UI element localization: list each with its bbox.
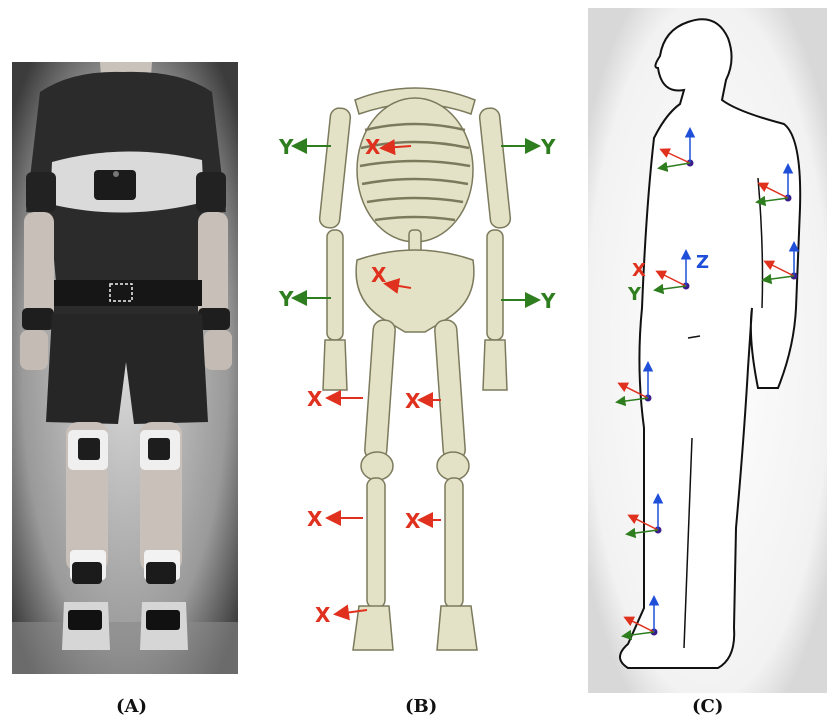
left-foot <box>353 606 393 650</box>
x-label-left-shank: X <box>307 507 323 531</box>
caption-b: (B) <box>405 696 437 717</box>
z-label-pelvis-frame: Z <box>696 252 709 273</box>
left-humerus <box>319 107 351 228</box>
y-label-left-forearm: Y <box>278 287 294 311</box>
right-forearm <box>198 212 228 322</box>
skeleton-diagram: Y Y Y Y X X X X X X X <box>265 70 585 655</box>
body-outline-panel: X Y Z <box>588 8 827 693</box>
subject-photo-panel <box>12 62 238 674</box>
left-ankle-sensor <box>72 562 102 584</box>
x-label-left-foot: X <box>315 603 331 627</box>
y-label-right-forearm: Y <box>540 289 556 313</box>
right-hand <box>483 340 507 390</box>
right-forearm-bones <box>487 230 503 340</box>
x-label-pelvis: X <box>371 263 387 287</box>
ribcage <box>357 98 473 242</box>
left-forearm <box>24 212 54 322</box>
right-upper-arm-sensor <box>196 172 226 212</box>
left-hand <box>323 340 347 390</box>
right-thigh-sensor <box>148 438 170 460</box>
left-femur <box>364 319 396 460</box>
right-knee <box>437 452 469 480</box>
right-tibia <box>445 478 463 608</box>
left-upper-arm-sensor <box>26 172 56 212</box>
x-label-right-shank: X <box>405 509 421 533</box>
left-foot-sensor <box>68 610 102 630</box>
left-thigh-sensor <box>78 438 100 460</box>
left-forearm-bones <box>327 230 343 340</box>
x-label-left-thigh: X <box>307 387 323 411</box>
y-label-left-upper-arm: Y <box>278 135 294 159</box>
left-knee <box>361 452 393 480</box>
skeleton <box>319 88 511 650</box>
right-ankle-sensor <box>146 562 176 584</box>
right-femur <box>434 319 466 460</box>
y-label-right-upper-arm: Y <box>540 135 556 159</box>
subject-photo <box>12 62 238 674</box>
body-outline-diagram: X Y Z <box>588 8 827 693</box>
x-label-pelvis-frame: X <box>632 260 646 281</box>
skeleton-panel: Y Y Y Y X X X X X X X <box>265 70 585 655</box>
caption-c: (C) <box>692 696 723 717</box>
right-foot-sensor <box>146 610 180 630</box>
left-tibia <box>367 478 385 608</box>
x-label-chest: X <box>365 135 381 159</box>
x-label-right-thigh: X <box>405 389 421 413</box>
left-wrist-sensor <box>22 308 54 330</box>
right-humerus <box>479 107 511 228</box>
right-wrist-sensor <box>198 308 230 330</box>
caption-a: (A) <box>116 696 147 717</box>
right-foot <box>437 606 477 650</box>
y-label-pelvis-frame: Y <box>627 284 642 305</box>
